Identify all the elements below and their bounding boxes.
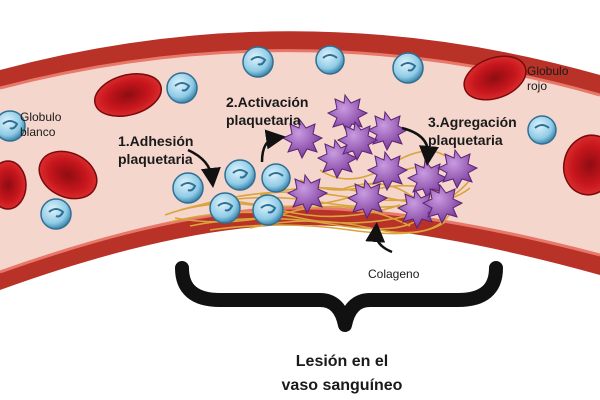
step3-subtitle: plaquetaria: [428, 132, 503, 148]
white-blood-cell: [0, 110, 26, 142]
white-blood-cell: [252, 194, 284, 226]
white-blood-cell: [224, 159, 256, 191]
step2-title: 2.Activación: [226, 94, 308, 110]
lesion-title-1: Lesión en el: [296, 353, 388, 370]
platelet: [346, 178, 389, 220]
white-blood-cell: [209, 192, 241, 224]
white-blood-cell: [261, 163, 291, 193]
red-blood-cell: [463, 55, 527, 101]
step3-title: 3.Agregación: [428, 114, 517, 130]
white-blood-cell: [527, 115, 557, 145]
red-cell-label-1: Globulo: [527, 64, 569, 78]
red-cell-label-2: rojo: [527, 79, 547, 93]
collagen-label: Colageno: [368, 267, 420, 281]
white-blood-cell: [166, 72, 198, 104]
white-blood-cell: [242, 46, 274, 78]
platelets: [281, 93, 479, 230]
red-blood-cell: [562, 134, 600, 196]
white-blood-cell: [315, 45, 345, 75]
white-cell-label-2: blanco: [20, 125, 56, 139]
red-blood-cell: [0, 160, 27, 210]
lesion-brace: [175, 261, 503, 332]
white-blood-cells: [0, 45, 557, 230]
white-blood-cell: [392, 52, 424, 84]
lesion-title-2: vaso sanguíneo: [282, 377, 403, 394]
step2-subtitle: plaquetaria: [226, 112, 301, 128]
step1-subtitle: plaquetaria: [118, 151, 193, 167]
step-arrows: [187, 126, 439, 254]
step1-title: 1.Adhesión: [118, 133, 193, 149]
arrow-icon: [401, 126, 439, 166]
platelet: [366, 110, 409, 152]
arrow-icon: [187, 148, 221, 188]
platelet: [436, 148, 479, 190]
platelet: [336, 120, 379, 162]
platelet: [366, 150, 409, 192]
arrow-icon: [365, 222, 393, 254]
platelet: [286, 173, 329, 215]
platelet: [281, 118, 324, 160]
arrow-icon: [260, 129, 286, 163]
red-blood-cell: [38, 150, 98, 200]
white-blood-cell: [40, 198, 72, 230]
red-blood-cell: [94, 73, 162, 117]
red-blood-cells: [0, 55, 600, 210]
white-cell-label-1: Globulo: [20, 110, 62, 124]
platelet: [421, 183, 464, 225]
white-blood-cell: [172, 172, 204, 204]
